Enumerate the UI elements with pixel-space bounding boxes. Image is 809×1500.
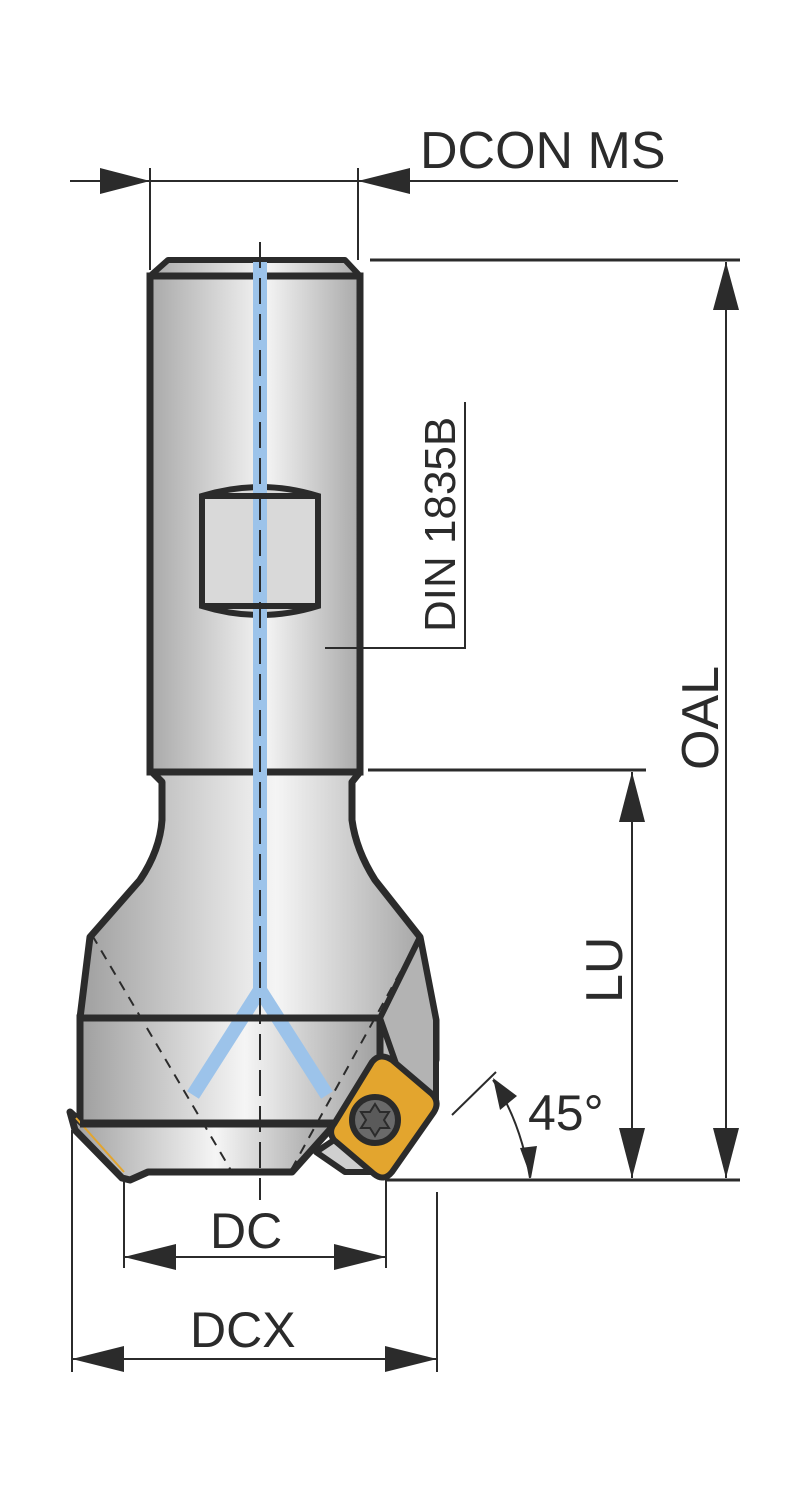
- dim-angle: [451, 1071, 537, 1179]
- dim-oal: [370, 258, 740, 1178]
- dimensions: [70, 168, 740, 1372]
- dim-lu: [368, 768, 646, 1178]
- torx-icon: [359, 1102, 391, 1138]
- label-lu: LU: [576, 937, 634, 1003]
- dim-dc: [123, 1180, 387, 1270]
- insert: [328, 1053, 440, 1181]
- dim-dcon: [70, 168, 678, 270]
- label-dc: DC: [210, 1203, 282, 1259]
- label-din: DIN 1835B: [416, 417, 465, 632]
- label-dcon: DCON MS: [420, 122, 666, 180]
- label-angle: 45°: [528, 1085, 604, 1141]
- dim-dcx: [71, 1130, 438, 1372]
- label-dcx: DCX: [190, 1302, 296, 1358]
- label-oal: OAL: [672, 666, 730, 770]
